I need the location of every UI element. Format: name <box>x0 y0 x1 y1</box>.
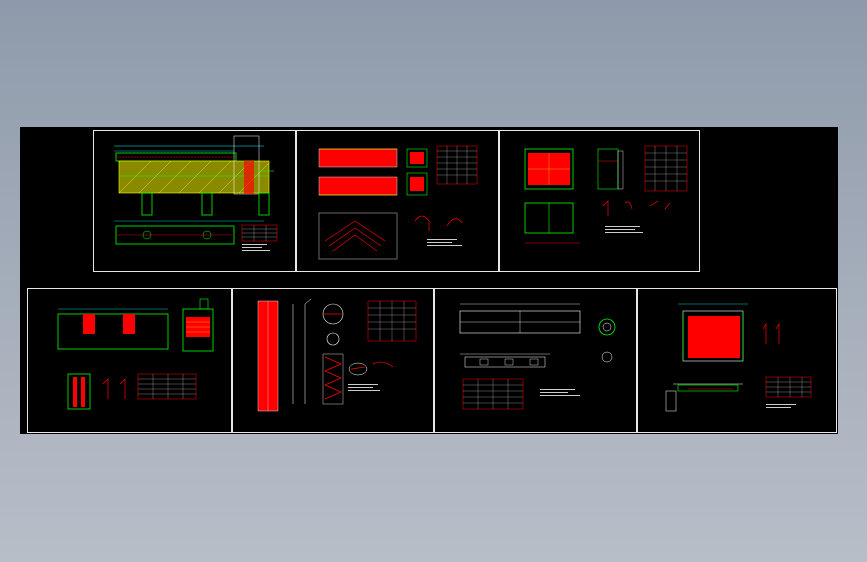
drawing-sheet-2[interactable] <box>296 130 499 272</box>
sheet-1-graphics <box>114 135 278 251</box>
sheet-6-graphics <box>459 303 616 410</box>
sheet-7-graphics <box>665 303 812 412</box>
sheet-4-graphics <box>57 298 214 410</box>
drawing-sheet-6[interactable] <box>434 288 637 433</box>
sheet-3-graphics <box>524 145 688 244</box>
sheet-5-graphics <box>257 298 417 412</box>
sheet-2-graphics <box>318 145 478 260</box>
drawing-sheet-7[interactable] <box>637 288 837 433</box>
drawing-sheet-3[interactable] <box>499 130 700 272</box>
drawing-sheet-5[interactable] <box>232 288 434 433</box>
drawing-sheet-1[interactable] <box>93 130 296 272</box>
drawing-sheet-4[interactable] <box>27 288 232 433</box>
cad-drawing-canvas[interactable] <box>20 127 838 434</box>
